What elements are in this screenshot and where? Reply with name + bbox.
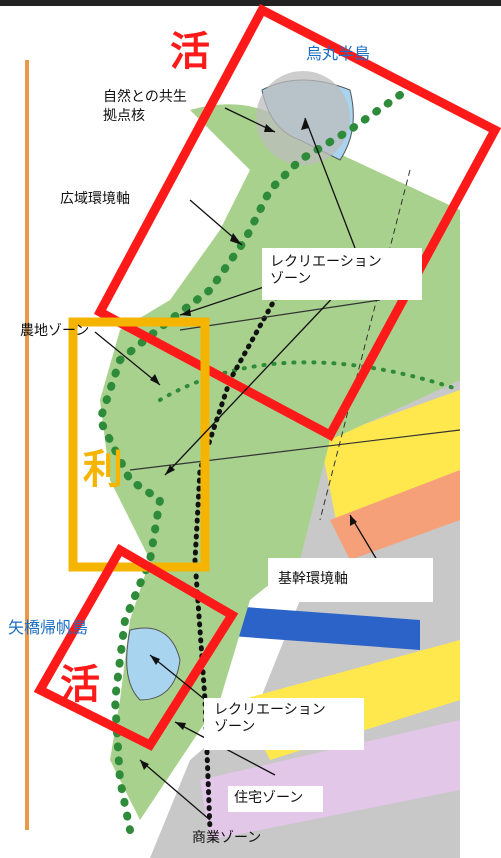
label-recreation-top-line1: レクリエーション [270, 254, 382, 270]
place-karasumaru-peninsula: 烏丸半島 [306, 44, 371, 63]
urban-commercial-zone [330, 470, 460, 560]
katsu-frame-bottom [33, 543, 239, 751]
ri-mark: 利 [83, 447, 123, 493]
place-yabase-kihanto: 矢橋帰帆島 [8, 618, 89, 637]
label-nature-core-line2: 拠点核 [103, 108, 145, 124]
label-recreation-bottom-line1: レクリエーション [214, 702, 326, 718]
top-border-line [0, 0, 501, 6]
arrow-heads [140, 118, 357, 770]
ri-frame [68, 317, 210, 572]
label-wide-area-axis: 広域環境軸 [60, 191, 130, 207]
callout-box-recreation-bottom: レクリエーション ゾーン [204, 698, 364, 750]
label-nature-core-line1: 自然との共生 [103, 89, 187, 105]
road-line [179, 299, 381, 331]
label-residential-zone: 住宅ゾーン [234, 790, 304, 806]
callout-box-residential: 住宅ゾーン [228, 786, 323, 812]
katsu-mark-bottom: 活 [60, 662, 100, 708]
label-farmland-zone: 農地ゾーン [20, 323, 90, 339]
label-trunk-env-axis: 基幹環境軸 [278, 571, 348, 587]
katsu-mark-top: 活 [170, 29, 210, 75]
callout-box-recreation-top: レクリエーション ゾーン [262, 248, 422, 300]
road-dashed [319, 169, 411, 521]
callout-box-trunk-axis: 基幹環境軸 [268, 558, 433, 602]
lake-yabase [126, 627, 181, 701]
katsu-frame-top [93, 3, 501, 442]
label-recreation-bottom-line2: ゾーン [214, 718, 256, 735]
green-axis-inner [158, 360, 462, 402]
label-recreation-top-line2: ゾーン [270, 270, 312, 287]
nature-core-sphere [256, 71, 350, 165]
road-line [129, 429, 461, 471]
label-commercial-zone: 商業ゾーン [192, 830, 262, 846]
green-axis-shore [95, 91, 404, 834]
